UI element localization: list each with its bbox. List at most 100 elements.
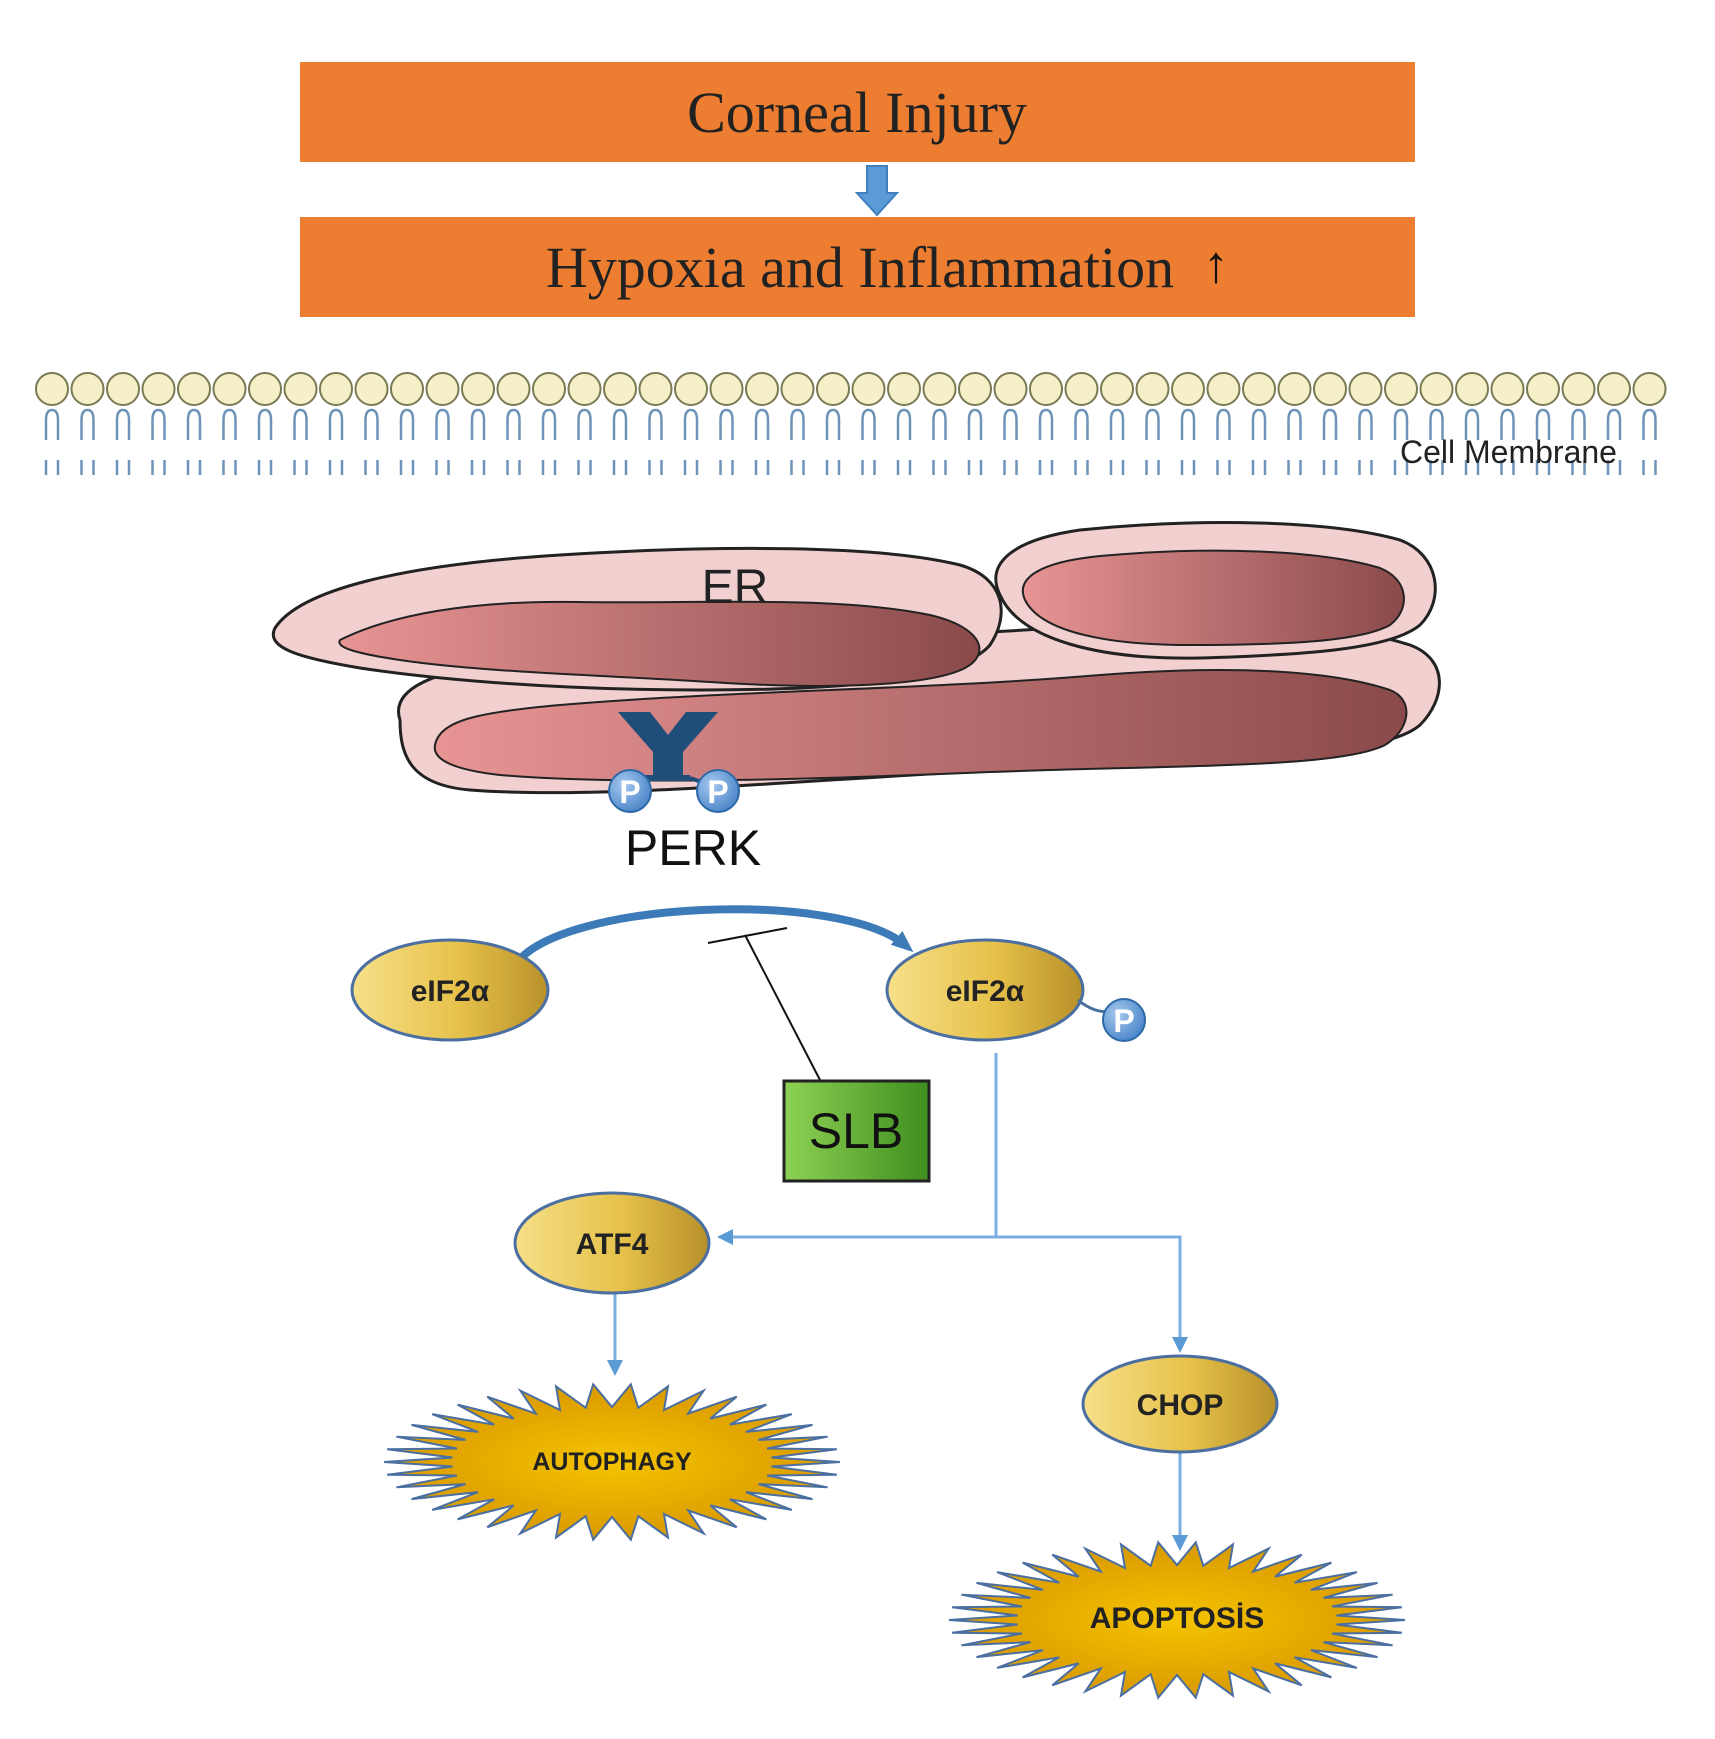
phospholipid-head (1455, 372, 1489, 406)
phospholipid-head (1242, 372, 1276, 406)
phospholipid-head (1029, 372, 1063, 406)
phospholipid-head (851, 372, 886, 406)
phospholipid-tail (1003, 408, 1018, 440)
phospholipid-head (780, 372, 815, 406)
phospholipid-tail (1429, 408, 1444, 440)
phospholipid-tail (683, 408, 699, 440)
phospholipid-head (390, 372, 424, 406)
down-arrow-injury-to-hypoxia (854, 165, 900, 217)
phospholipid-head (354, 372, 389, 406)
phospholipid-tail (1180, 408, 1196, 440)
phospholipid-head (283, 372, 318, 406)
atf4-label: ATF4 (576, 1228, 649, 1261)
phospholipid-head (1064, 372, 1099, 406)
autophagy-burst: AUTOPHAGY (383, 1382, 841, 1542)
eif2a-right-label: eIF2α (946, 975, 1025, 1008)
phospholipid-head (887, 372, 921, 406)
phospholipid-head (922, 372, 957, 406)
slb-inhibition-line (707, 927, 821, 1081)
perk-phosphate-right: P (696, 769, 740, 813)
phospholipid-head (141, 372, 176, 406)
phospholipid-tail (541, 408, 557, 440)
phospholipid-head (1348, 372, 1383, 406)
phospholipid-tail (1358, 408, 1373, 440)
phospholipid-tail (1464, 408, 1480, 440)
cell-membrane (35, 372, 1667, 475)
phospholipid-tail (1500, 408, 1515, 440)
phospholipid-head (425, 372, 460, 406)
phospholipid-tail (1287, 408, 1302, 440)
eif2a-phosphate: P (1102, 998, 1146, 1042)
downstream-connectors (607, 1053, 1188, 1551)
phospholipid-tail (1535, 408, 1551, 440)
phospholipid-head (35, 372, 69, 406)
phospholipid-tail (1216, 408, 1231, 440)
phospholipid-tail (825, 408, 841, 440)
hypoxia-inflammation-label: Hypoxia and Inflammation (546, 235, 1174, 300)
phospholipid-head (1561, 372, 1596, 406)
phospholipid-tail (222, 408, 237, 440)
eif2a-left-label: eIF2α (411, 975, 490, 1008)
phospholipid-head (1313, 372, 1347, 406)
corneal-injury-box: Corneal Injury (300, 62, 1415, 162)
phospholipid-head (638, 372, 673, 406)
phospholipid-tail (1251, 408, 1267, 440)
perk-phosphate-left: P (608, 769, 652, 813)
phospholipid-tail (435, 408, 450, 440)
apoptosis-label: APOPTOSİS (1090, 1602, 1265, 1635)
phospholipid-head (1135, 372, 1170, 406)
phospholipid-head (532, 372, 566, 406)
phospholipid-head (1632, 372, 1667, 406)
phospholipid-tail (1322, 408, 1338, 440)
chop-node: CHOP (1081, 1354, 1279, 1454)
phospholipid-tail (1145, 408, 1160, 440)
phospholipid-head (177, 372, 211, 406)
phospholipid-head (461, 372, 495, 406)
phospholipid-head (106, 372, 140, 406)
phospholipid-head (674, 372, 708, 406)
phospholipid-head (709, 372, 744, 406)
atf4-node: ATF4 (513, 1191, 711, 1295)
phospholipid-tail (257, 408, 273, 440)
eif2a-right-node: eIF2α (885, 938, 1111, 1042)
phospholipid-head (1171, 372, 1205, 406)
phospholipid-head (993, 372, 1028, 406)
phospholipid-head (603, 372, 637, 406)
phospholipid-tail (754, 408, 770, 440)
phospholipid-tail (1606, 408, 1622, 440)
phospholipid-tail (612, 408, 628, 440)
phospholipid-tail (719, 408, 734, 440)
phospholipid-tail (861, 408, 876, 440)
phospholipid-head (816, 372, 850, 406)
phospholipid-tail (1393, 408, 1409, 440)
apoptosis-burst: APOPTOSİS (948, 1540, 1406, 1700)
phospholipid-tail (577, 408, 592, 440)
phospholipid-tail (1571, 408, 1586, 440)
phospholipid-head (496, 372, 531, 406)
phospholipid-tail (1109, 408, 1125, 440)
phospholipid-tail (186, 408, 202, 440)
phospholipid-head (567, 372, 602, 406)
phospholipid-tail (648, 408, 663, 440)
phospholipid-head (1384, 372, 1418, 406)
phospholipid-head (70, 372, 105, 406)
er-label: ER (702, 561, 769, 614)
phospholipid-head (212, 372, 247, 406)
eif2a-left-node: eIF2α (350, 938, 550, 1042)
phosphorylation-arrow (511, 905, 914, 968)
phospholipid-tail (151, 408, 166, 440)
phospholipid-tail (293, 408, 308, 440)
phospholipid-tail (790, 408, 805, 440)
phospholipid-tail (1074, 408, 1089, 440)
phosphate-label: P (619, 774, 640, 810)
phospholipid-tail (328, 408, 344, 440)
hypoxia-inflammation-box: Hypoxia and Inflammation ↑ (300, 217, 1415, 317)
phospholipid-tail (896, 408, 912, 440)
phospholipid-tail (967, 408, 983, 440)
phospholipid-head (1526, 372, 1560, 406)
autophagy-label: AUTOPHAGY (532, 1448, 692, 1476)
phospholipid-tail (470, 408, 486, 440)
phospholipid-head (319, 372, 353, 406)
phospholipid-tail (506, 408, 521, 440)
